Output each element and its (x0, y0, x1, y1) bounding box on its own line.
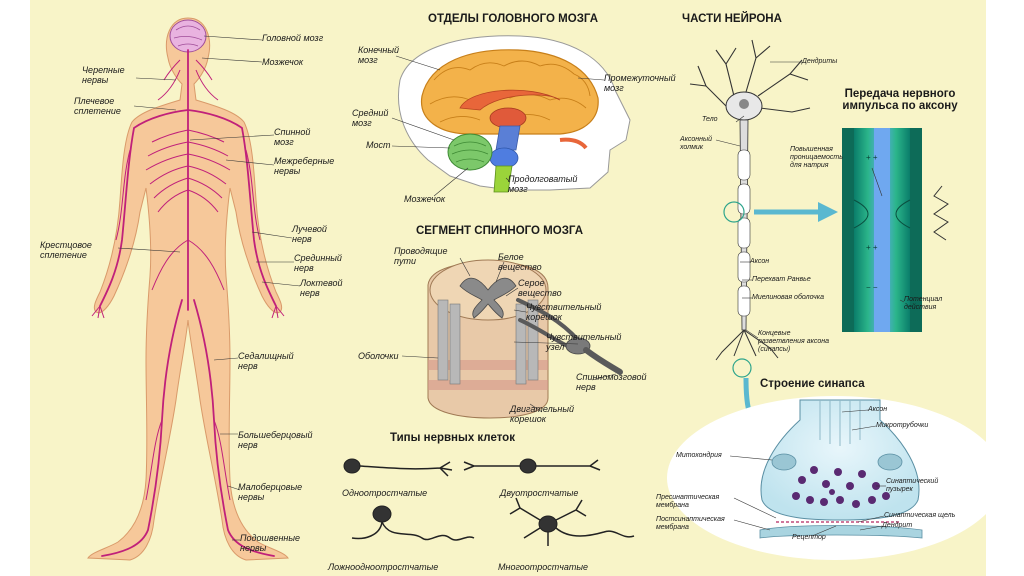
svg-text:− −: − − (866, 283, 878, 292)
spinal-section-title: СЕГМЕНТ СПИННОГО МОЗГА (416, 225, 583, 237)
label-sensory-root: Чувствительный корешок (526, 302, 602, 322)
label-dendrite: Дендрит (882, 522, 913, 529)
label-pons: Мост (366, 140, 391, 150)
cell-types-illustration (343, 458, 635, 546)
brain-section-title: ОТДЕЛЫ ГОЛОВНОГО МОЗГА (428, 13, 599, 25)
synapse-section-title: Строение синапса (760, 378, 865, 390)
leader-lines (117, 35, 905, 541)
synapse-illustration (667, 396, 986, 560)
label-telencephalon: Конечный мозг (358, 45, 400, 65)
label-pathways: Проводящие пути (394, 246, 448, 266)
label-synapse-axon: Аксон (868, 406, 888, 413)
label-sensory-ganglion: Чувствительный узел (546, 332, 622, 352)
spinal-segment-illustration (427, 259, 623, 419)
label-bipolar: Двуотростчатые (500, 488, 579, 498)
label-sacral-plexus: Крестцовое сплетение (40, 240, 92, 260)
label-pseudounipolar: Ложноодноотростчатые (328, 562, 439, 572)
neuron-section-title: ЧАСТИ НЕЙРОНА (682, 13, 782, 25)
label-diencephalon: Промежуточный мозг (604, 73, 676, 93)
label-brachial-plexus: Плечевое сплетение (74, 96, 121, 116)
label-microtubules: Микротрубочки (876, 422, 929, 429)
label-medulla: Продолговатый мозг (508, 174, 578, 194)
label-axon: Аксон (750, 258, 770, 265)
illustrations: + + + + − − (87, 17, 986, 561)
label-dendrites: Дендриты (802, 58, 838, 65)
label-unipolar: Одноотростчатые (342, 488, 428, 498)
label-median-nerve: Срединный нерв (294, 253, 342, 273)
label-meninges: Оболочки (358, 351, 399, 361)
svg-text:+ +: + + (866, 153, 878, 162)
label-myelin: Миелиновая оболочка (752, 294, 824, 301)
label-radial-nerve: Лучевой нерв (292, 224, 327, 244)
label-cranial-nerves: Черепные нервы (82, 65, 125, 85)
label-intercostal-nerves: Межреберные нервы (274, 156, 335, 176)
label-synaptic-vesicle: Синаптический пузырек (886, 478, 939, 493)
label-ranvier: Перехват Ранвье (752, 276, 811, 283)
label-synaptic-cleft: Синаптическая щель (884, 512, 956, 519)
label-terminals: Концевые разветвления аксона (синапсы) (758, 330, 829, 353)
label-tibial-nerve: Большеберцовый нерв (238, 430, 313, 450)
label-cerebellum: Мозжечок (262, 57, 304, 67)
label-ulnar-nerve: Локтевой нерв (300, 278, 343, 298)
label-midbrain: Средний мозг (352, 108, 389, 128)
label-brain-cerebellum: Мозжечок (404, 194, 446, 204)
svg-text:+ +: + + (866, 243, 878, 252)
label-receptor: Рецептор (792, 534, 826, 541)
label-postsynaptic-membrane: Постсинаптическая мембрана (656, 516, 725, 531)
label-spinal-cord: Спинной мозг (274, 127, 311, 147)
label-neuron-body: Тело (702, 116, 718, 123)
label-multipolar: Многоотростчатые (498, 562, 588, 572)
label-presynaptic-membrane: Пресинаптическая мембрана (656, 494, 720, 509)
label-mitochondria: Митохондрия (676, 452, 722, 459)
cell-types-title: Типы нервных клеток (390, 432, 515, 444)
brain-illustration (397, 35, 631, 193)
axon-impulse-illustration: + + + + − − (842, 128, 949, 332)
poster: + + + + − − (30, 0, 986, 576)
label-sciatic-nerve: Седалищный нерв (238, 351, 294, 371)
label-brain: Головной мозг (262, 33, 324, 43)
neuron-illustration (689, 39, 838, 436)
label-motor-root: Двигательный корешок (510, 404, 574, 424)
label-sodium-permeability: Повышенная проницаемость для натрия (790, 146, 843, 169)
label-axon-hillock: Аксонный холмик (680, 136, 713, 151)
impulse-section-title: Передача нервного импульса по аксону (842, 88, 958, 112)
label-action-potential: Потенциал действия (904, 296, 943, 311)
label-plantar-nerves: Подошвенные нервы (240, 533, 301, 553)
label-white-matter: Белое вещество (498, 252, 542, 272)
label-spinal-nerve: Спинномозговой нерв (576, 372, 647, 392)
human-figure (87, 17, 289, 561)
label-peroneal-nerves: Малоберцовые нервы (238, 482, 303, 502)
label-gray-matter: Серое вещество (518, 278, 562, 298)
